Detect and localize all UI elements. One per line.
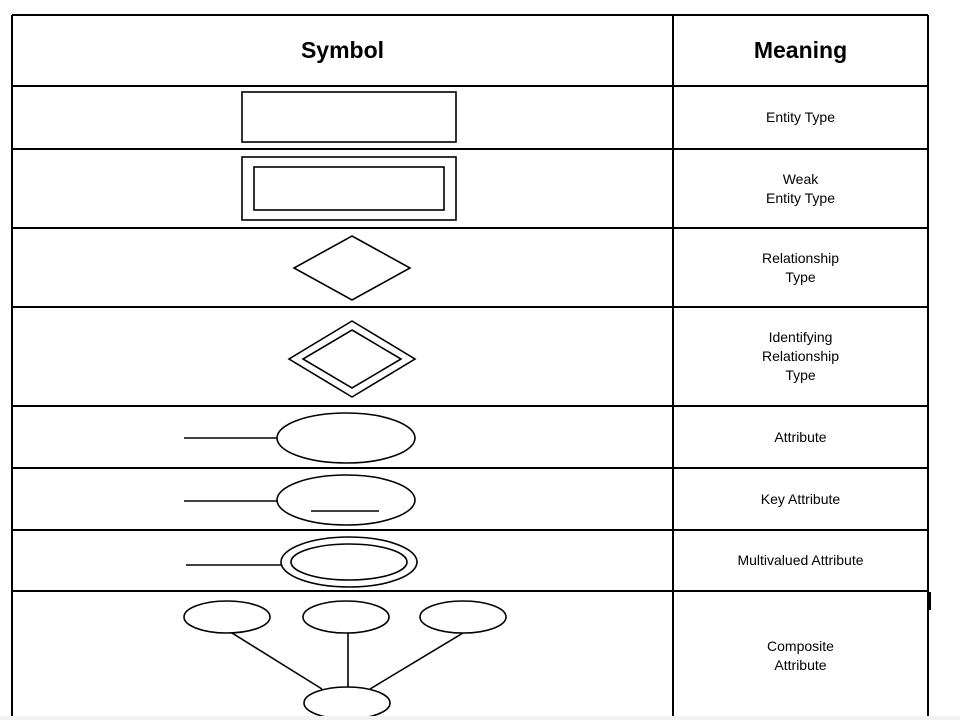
meaning-multivalued-attribute: Multivalued Attribute <box>737 552 864 568</box>
meaning-column-header: Meaning <box>753 37 848 63</box>
meaning-entity-type: Entity Type <box>765 109 835 125</box>
meaning-attribute: Attribute <box>774 428 827 445</box>
meaning-key-attribute: Key Attribute <box>760 490 841 507</box>
composite-attribute-tree-symbol <box>183 600 507 720</box>
meaning-composite-attribute: Composite Attribute <box>767 637 834 673</box>
weak-entity-double-rectangle-symbol <box>241 156 457 221</box>
meaning-weak-entity-type: Weak Entity Type <box>765 170 835 206</box>
meaning-relationship-type: Relationship Type <box>761 249 840 285</box>
bottom-scroll-strip <box>0 716 960 720</box>
symbol-column-header: Symbol <box>300 37 385 63</box>
key-attribute-ellipse-symbol <box>184 474 416 526</box>
relationship-diamond-symbol <box>292 235 412 301</box>
entity-rectangle-symbol <box>241 91 457 143</box>
multivalued-attribute-double-ellipse-symbol <box>186 536 418 588</box>
meaning-identifying-relationship-type: Identifying Relationship Type <box>761 329 840 383</box>
slide-edge-mark <box>927 592 931 610</box>
attribute-ellipse-symbol <box>184 412 416 464</box>
identifying-relationship-double-diamond-symbol <box>287 320 417 398</box>
